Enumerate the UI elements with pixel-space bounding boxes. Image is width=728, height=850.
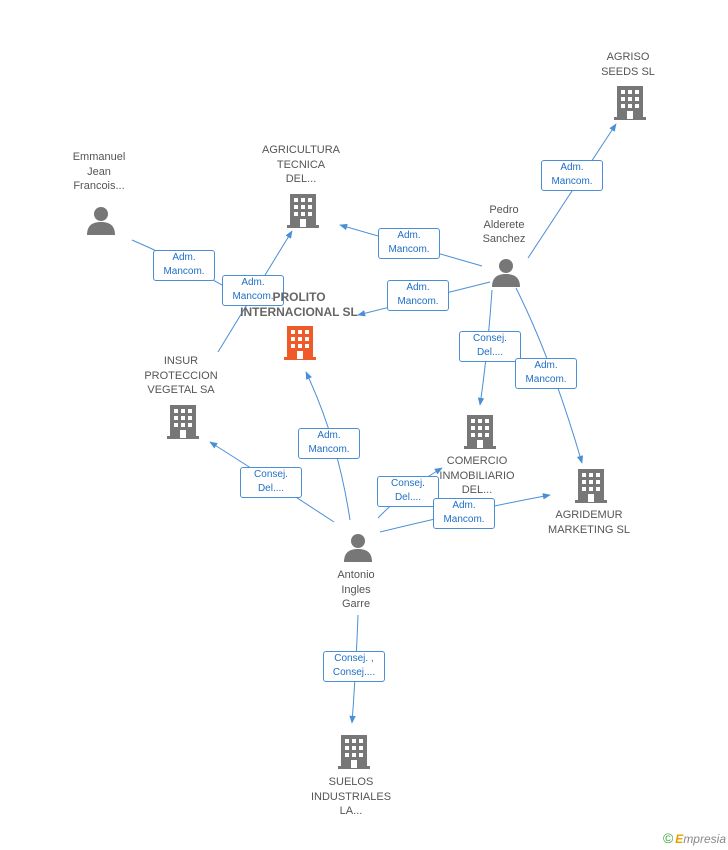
edge-label-line: Consej. <box>391 477 425 489</box>
brand-name: mpresia <box>683 832 726 846</box>
edge-label-line: Del.... <box>394 492 422 503</box>
person-icon-emmanuel[interactable] <box>87 207 115 235</box>
node-label-line: INMOBILIARIO <box>439 469 515 482</box>
edge-label-line: Consej.... <box>332 667 376 678</box>
edge-label-line: Adm. <box>317 429 341 441</box>
edge-label-line: Mancom. <box>163 266 205 277</box>
building-icon-agriso[interactable] <box>614 86 646 120</box>
node-label-suelos[interactable]: SUELOS INDUSTRIALES LA... <box>311 775 391 819</box>
node-label-line: Alderete <box>483 218 525 231</box>
edge-pedro-agriso <box>527 123 617 259</box>
edge-label-line: Mancom. <box>551 176 593 187</box>
edges-layer <box>131 123 617 724</box>
edge-label-line: Del.... <box>257 483 285 494</box>
edge-label-pedro-agridemur[interactable]: Adm. Mancom. <box>515 357 577 389</box>
edge-label-line: Mancom. <box>308 444 350 455</box>
edge-label-antonio-main[interactable]: Adm. Mancom. <box>298 427 360 459</box>
node-label-line: Francois... <box>73 180 125 192</box>
edge-label-pedro-agriso[interactable]: Adm. Mancom. <box>541 159 603 191</box>
node-label-agriso[interactable]: AGRISO SEEDS SL <box>601 50 655 79</box>
brand-first-letter: E <box>675 832 684 846</box>
edge-label-line: Adm. <box>452 499 476 511</box>
edge-label-line: Mancom. <box>388 244 430 255</box>
edge-label-line: Consej. , <box>334 652 374 664</box>
edge-label-line: Adm. <box>172 251 196 263</box>
node-label-line: DEL... <box>285 173 317 185</box>
node-label-line: COMERCIO <box>446 455 508 467</box>
edge-label-line: Del.... <box>476 347 504 358</box>
node-label-line: PROLITO <box>272 290 326 304</box>
node-label-line: Garre <box>341 598 371 610</box>
edge-label-line: Adm. <box>534 359 558 371</box>
edge-label-antonio-insur[interactable]: Consej. Del.... <box>240 466 302 498</box>
building-icon-main[interactable] <box>284 326 316 360</box>
node-label-line: LA... <box>339 805 363 817</box>
edge-label-antonio-comercio[interactable]: Consej. Del.... <box>377 475 439 507</box>
person-icon-antonio[interactable] <box>344 534 372 562</box>
edge-label-line: Adm. <box>241 276 265 288</box>
edge-label-line: Adm. <box>406 281 430 293</box>
node-label-line: PROTECCION <box>144 369 218 382</box>
edge-label-pedro-main[interactable]: Adm. Mancom. <box>387 279 449 311</box>
building-icon-comercio[interactable] <box>464 415 496 449</box>
node-label-line: AGRISO <box>606 51 650 63</box>
building-icon-insur[interactable] <box>167 405 199 439</box>
copyright-icon: © <box>662 830 674 846</box>
node-label-agricultura[interactable]: AGRICULTURA TECNICA DEL... <box>262 143 340 187</box>
edge-label-line: Mancom. <box>232 291 274 302</box>
edge-label-pedro-comercio[interactable]: Consej. Del.... <box>459 330 521 362</box>
node-label-line: TECNICA <box>276 158 326 171</box>
node-label-insur[interactable]: INSUR PROTECCION VEGETAL SA <box>144 354 217 398</box>
empresia-brand[interactable]: ©Empresia <box>663 830 726 846</box>
edge-label-antonio-agridemur[interactable]: Adm. Mancom. <box>433 497 495 529</box>
node-label-line: AGRIDEMUR <box>555 509 623 521</box>
building-icon-agricultura[interactable] <box>287 194 319 228</box>
node-label-line: INSUR <box>163 355 199 367</box>
edge-label-line: Consej. <box>254 468 288 480</box>
node-label-line: VEGETAL SA <box>147 384 215 396</box>
edge-label-line: Mancom. <box>443 514 485 525</box>
node-label-line: AGRICULTURA <box>261 144 341 156</box>
edge-label-emmanuel-main[interactable]: Adm. Mancom. <box>153 249 215 281</box>
node-label-line: INDUSTRIALES <box>310 790 392 803</box>
node-label-line: Sanchez <box>482 233 526 245</box>
building-icon-suelos[interactable] <box>338 735 370 769</box>
edge-label-line: Adm. <box>560 161 584 173</box>
node-label-line: SEEDS SL <box>601 65 655 78</box>
building-icon-agridemur[interactable] <box>575 469 607 503</box>
node-label-line: INTERNACIONAL SL <box>240 305 358 319</box>
edge-label-line: Consej. <box>473 332 507 344</box>
node-label-line: Emmanuel <box>72 151 126 163</box>
node-label-line: DEL... <box>461 484 493 496</box>
edge-label-antonio-suelos[interactable]: Consej. , Consej.... <box>323 650 385 682</box>
node-label-line: Pedro <box>489 204 519 216</box>
node-label-line: MARKETING SL <box>548 523 630 536</box>
node-label-line: Jean <box>87 165 111 178</box>
edge-label-pedro-agricultura[interactable]: Adm. Mancom. <box>378 227 440 259</box>
node-label-line: Antonio <box>337 569 375 581</box>
node-label-line: SUELOS <box>328 776 374 788</box>
person-icon-pedro[interactable] <box>492 259 520 287</box>
node-label-line: Ingles <box>341 583 371 596</box>
edge-label-line: Adm. <box>397 229 421 241</box>
node-label-comercio[interactable]: COMERCIO INMOBILIARIO DEL... <box>439 454 514 498</box>
node-label-agridemur[interactable]: AGRIDEMUR MARKETING SL <box>548 508 630 537</box>
edge-label-insur-agricultura[interactable]: Adm. Mancom. <box>222 274 284 306</box>
edge-label-line: Mancom. <box>525 374 567 385</box>
edge-label-line: Mancom. <box>397 296 439 307</box>
